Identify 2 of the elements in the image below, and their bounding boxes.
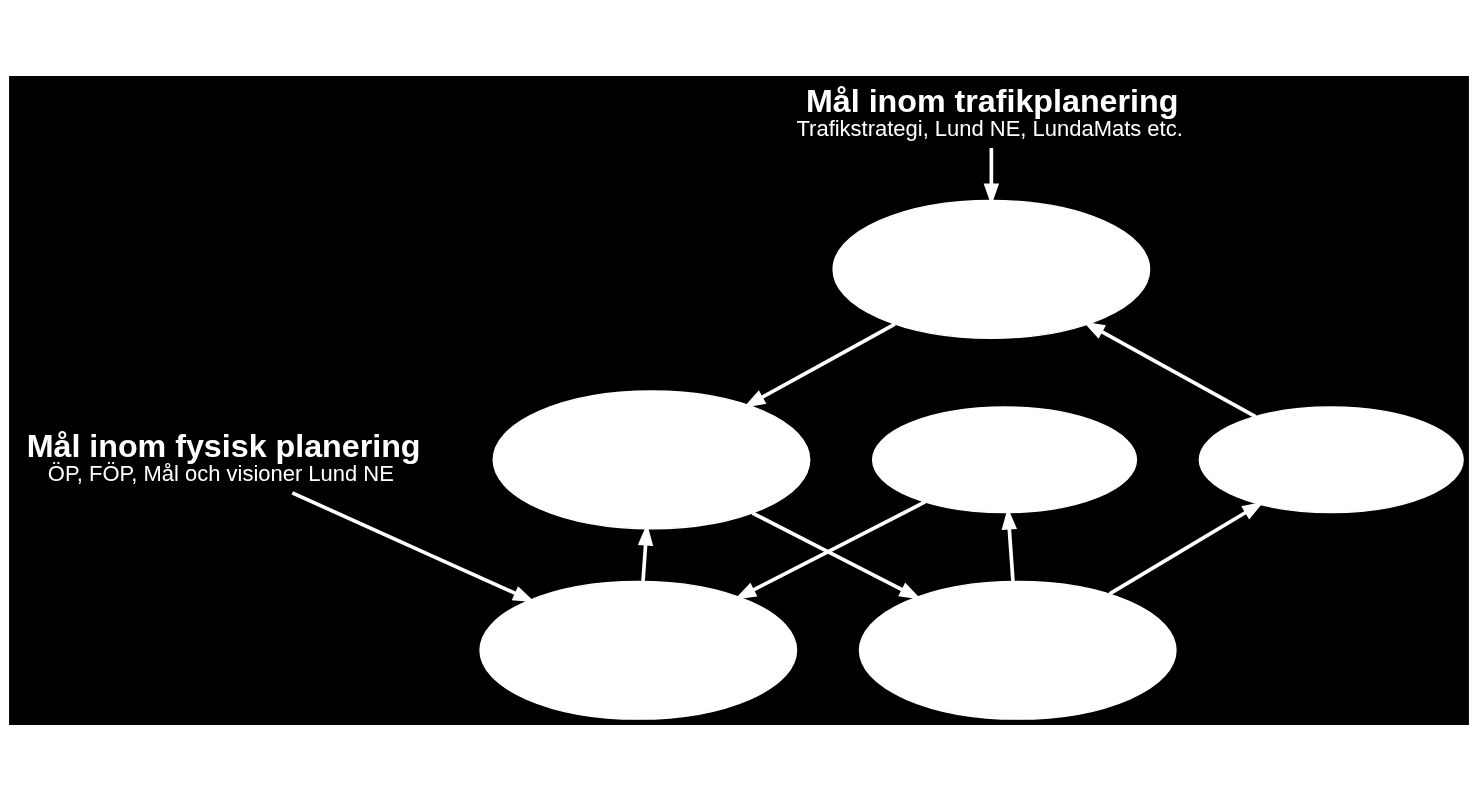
node-text: Mål inom fysisk planering ÖP, FÖP, Mål och visioner Lund NE (26, 428, 421, 487)
node-text: Mål inom trafikplanering Trafikstrategi, Lund NE, LundaMats etc. (796, 83, 1183, 142)
